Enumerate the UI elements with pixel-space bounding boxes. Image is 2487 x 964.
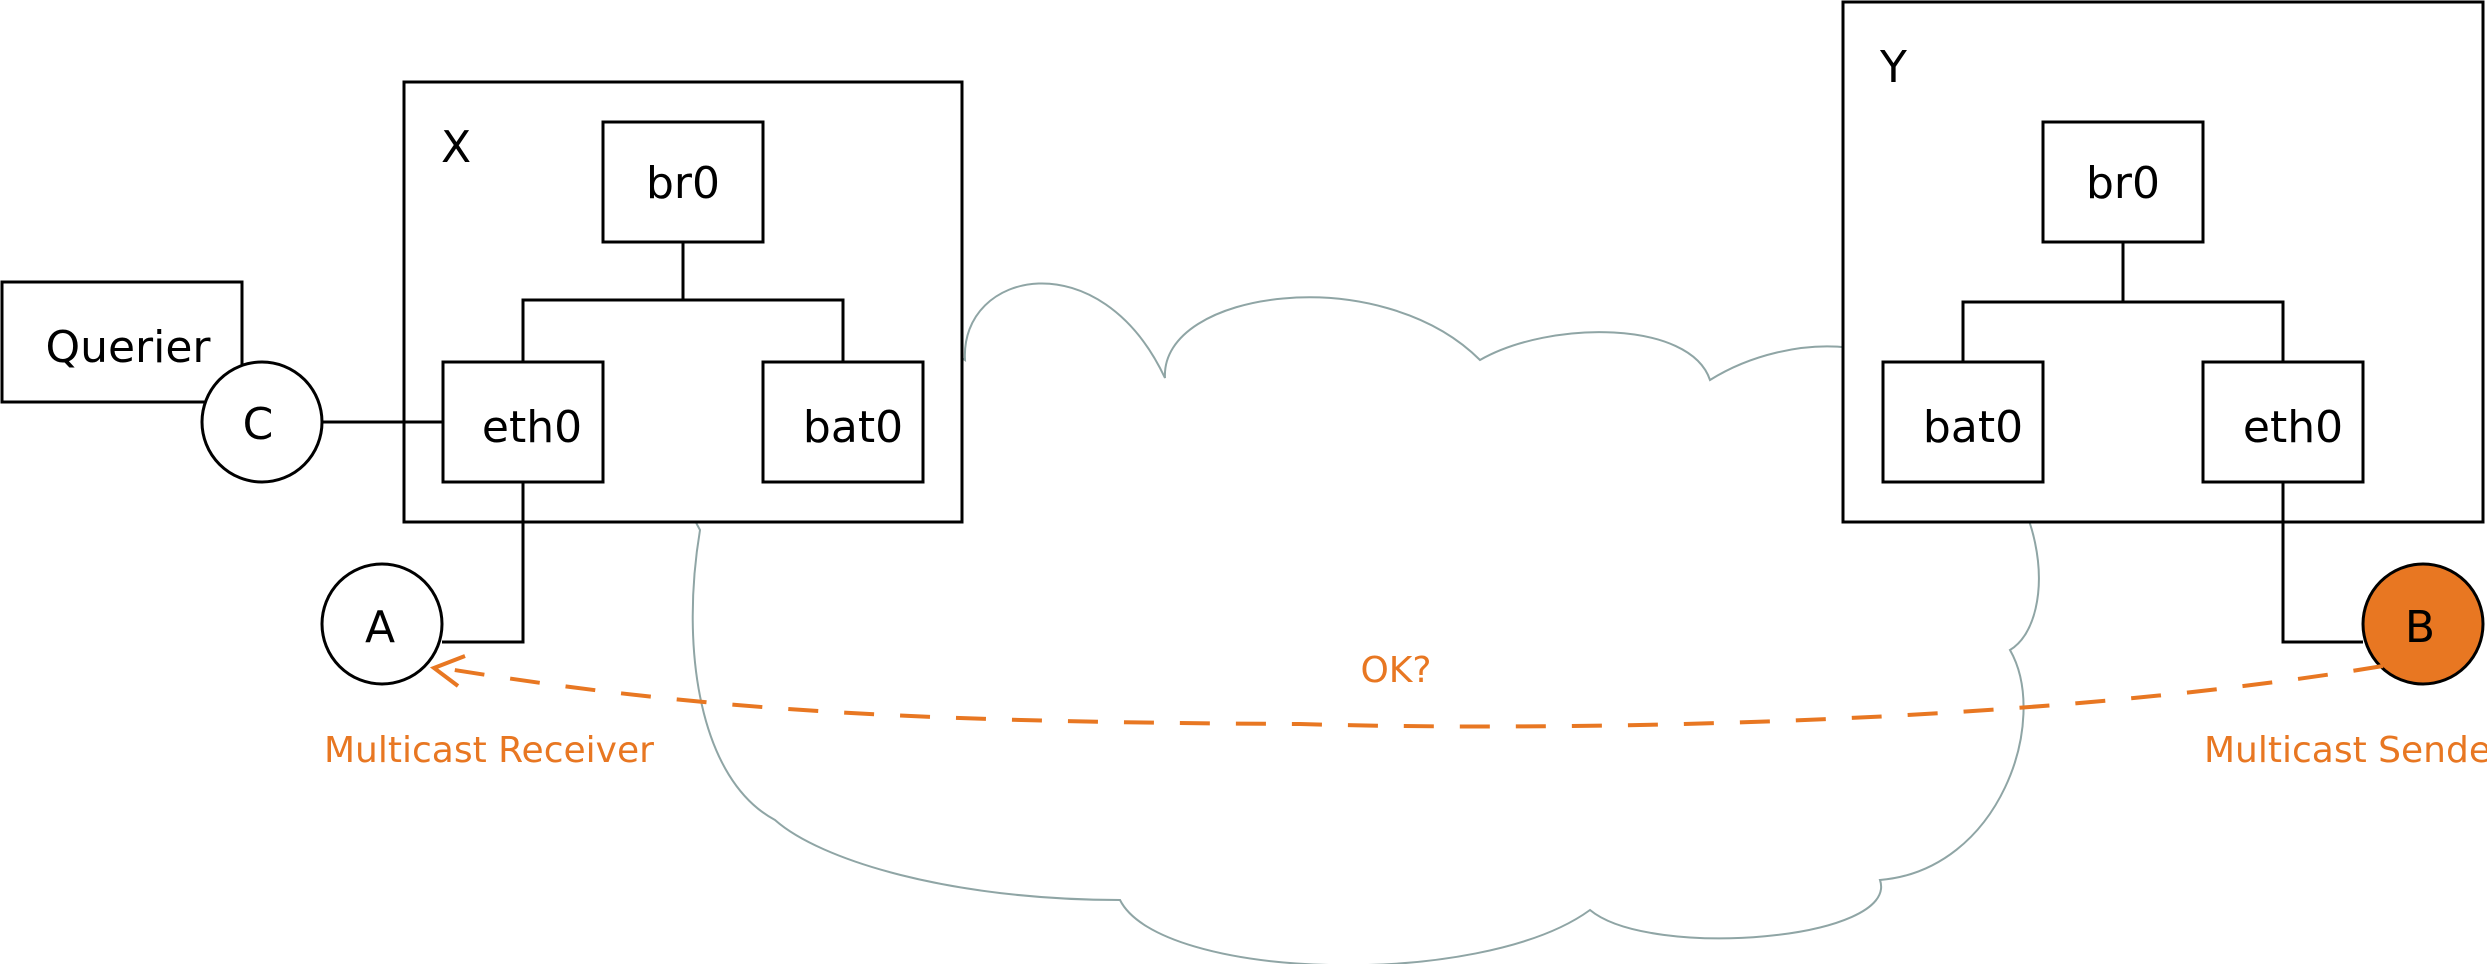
host-x-bat0-label: bat0 (803, 402, 903, 453)
host-y-eth0-label: eth0 (2243, 402, 2343, 453)
node-c-label: C (243, 399, 274, 450)
node-b[interactable] (2361, 562, 2485, 686)
multicast-flow-arrow (441, 664, 2384, 729)
host-y-eth0-box (2201, 360, 2365, 484)
node-a (320, 562, 444, 686)
sender-caption: Multicast Sender (2204, 730, 2487, 771)
querier-label: Querier (45, 322, 211, 373)
host-y-bat0-box (1881, 360, 2045, 484)
host-x-bridge-bar (521, 298, 845, 362)
host-x-eth0-label: eth0 (482, 402, 582, 453)
host-y-bridge-bar (1961, 300, 2285, 362)
receiver-caption: Multicast Receiver (324, 730, 654, 771)
link-y-eth0-to-b (2281, 482, 2363, 644)
querier-box (0, 280, 244, 404)
host-y-label: Y (1879, 42, 1907, 93)
node-a-label: A (365, 602, 395, 653)
node-b-label: B (2405, 602, 2435, 653)
host-y-br0-label: br0 (2086, 158, 2160, 209)
multicast-flow-arrowhead (429, 654, 466, 688)
host-x-br0-label: br0 (646, 158, 720, 209)
host-x-label: X (441, 122, 471, 173)
host-y-bat0-label: bat0 (1923, 402, 2023, 453)
link-x-eth0-to-a (442, 482, 525, 644)
flow-label: OK? (1360, 650, 1431, 691)
host-x-bat0-box (761, 360, 925, 484)
node-c (200, 360, 324, 484)
